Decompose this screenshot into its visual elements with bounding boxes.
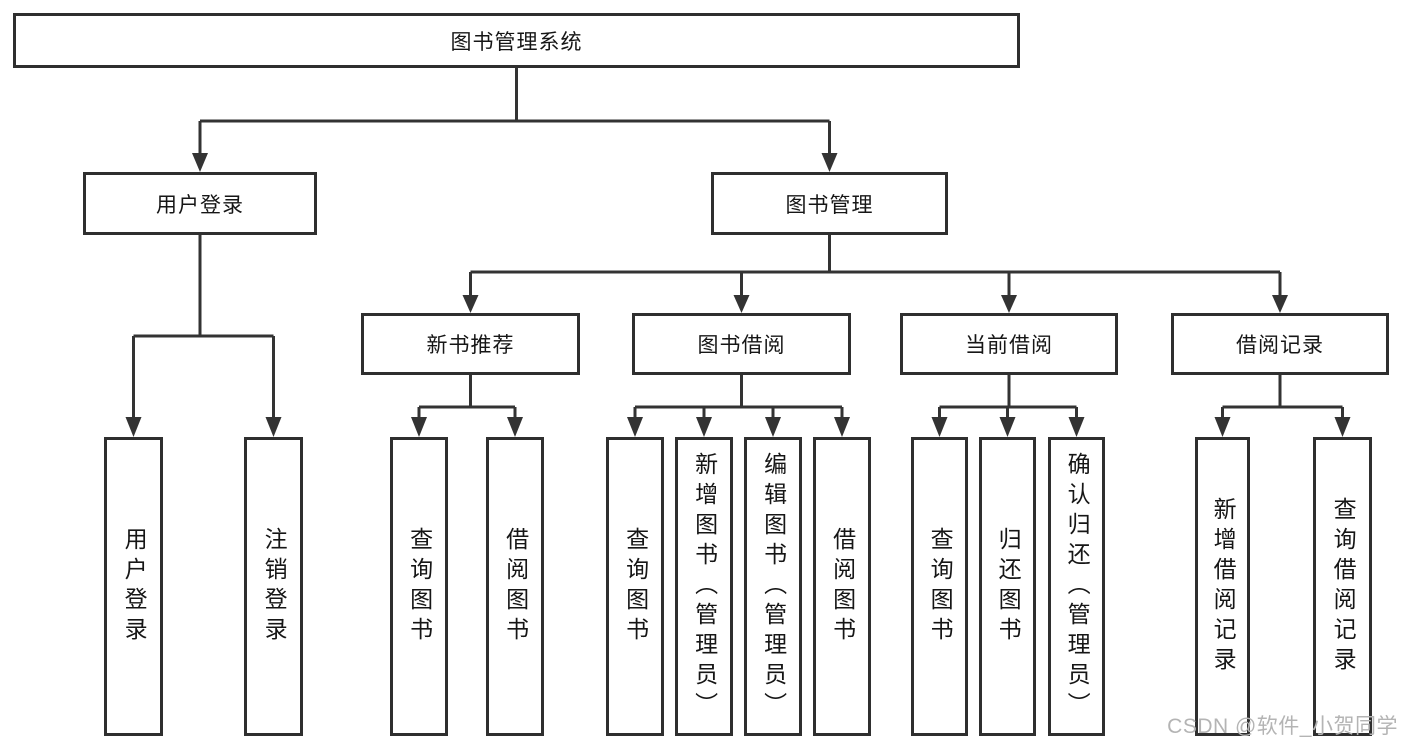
- leaf-borrow-book-2: 借阅图书: [813, 437, 871, 736]
- node-new-book-recommend: 新书推荐: [361, 313, 580, 375]
- leaf-edit-book-admin: 编辑图书（管理员）: [744, 437, 802, 736]
- leaf-return-book: 归还图书: [979, 437, 1036, 736]
- leaf-query-borrow-record: 查询借阅记录: [1313, 437, 1372, 736]
- leaf-confirm-return-admin: 确认归还（管理员）: [1048, 437, 1105, 736]
- node-current-borrow: 当前借阅: [900, 313, 1118, 375]
- leaf-logout: 注销登录: [244, 437, 303, 736]
- node-book-management: 图书管理: [711, 172, 948, 235]
- node-book-borrow: 图书借阅: [632, 313, 851, 375]
- node-user-login: 用户登录: [83, 172, 317, 235]
- leaf-query-book-1: 查询图书: [390, 437, 448, 736]
- leaf-add-borrow-record: 新增借阅记录: [1195, 437, 1250, 736]
- csdn-watermark: CSDN @软件_小贺同学: [1167, 715, 1398, 738]
- leaf-query-book-2: 查询图书: [606, 437, 664, 736]
- leaf-query-book-3: 查询图书: [911, 437, 968, 736]
- leaf-add-book-admin: 新增图书（管理员）: [675, 437, 733, 736]
- leaf-borrow-book-1: 借阅图书: [486, 437, 544, 736]
- node-root-system: 图书管理系统: [13, 13, 1020, 68]
- leaf-user-login: 用户登录: [104, 437, 163, 736]
- node-borrow-record: 借阅记录: [1171, 313, 1389, 375]
